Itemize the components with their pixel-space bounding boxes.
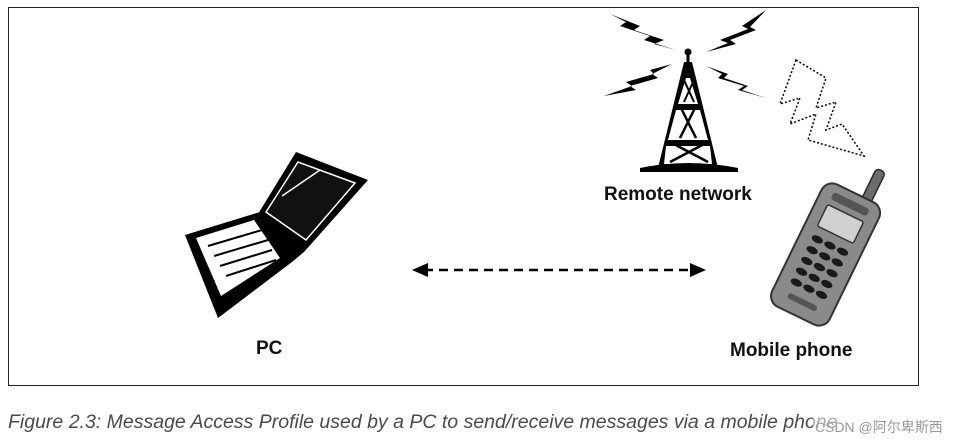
diagram-frame bbox=[8, 7, 919, 386]
watermark-text: CSDN @阿尔卑斯西 bbox=[813, 417, 945, 437]
mobile-phone-label: Mobile phone bbox=[730, 340, 853, 361]
tower-signal-bolts bbox=[604, 10, 766, 98]
bidirectional-arrow bbox=[412, 263, 706, 277]
remote-network-label: Remote network bbox=[604, 184, 752, 205]
pc-laptop-icon bbox=[185, 152, 368, 318]
figure-caption: Figure 2.3: Message Access Profile used … bbox=[8, 411, 838, 433]
radio-tower-icon bbox=[640, 48, 738, 172]
phone-signal-bolt bbox=[778, 58, 866, 158]
mobile-phone-icon bbox=[770, 168, 885, 327]
pc-label: PC bbox=[256, 338, 283, 359]
